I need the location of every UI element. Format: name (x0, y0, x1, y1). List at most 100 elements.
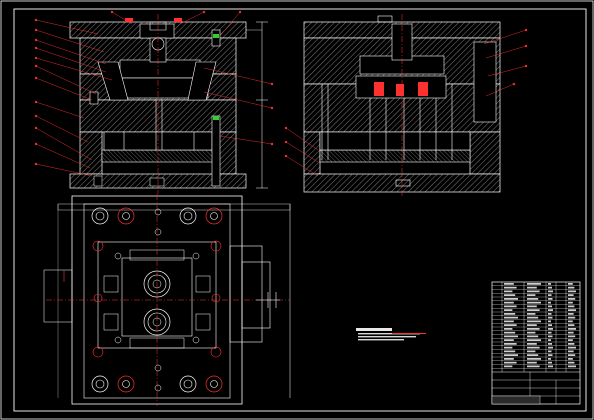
title-block-cell-glyphs (527, 305, 537, 308)
title-block-cell-glyphs (504, 365, 513, 368)
title-block-cell-glyphs (504, 294, 516, 296)
title-block-cell-glyphs (527, 339, 541, 341)
title-block-cell-glyphs (548, 301, 551, 304)
title-block-cell-glyphs (568, 365, 576, 368)
title-block-cell-glyphs (527, 354, 539, 356)
title-block-cell-glyphs (504, 286, 517, 289)
title-block-cell-glyphs (527, 320, 541, 323)
title-block-cell-glyphs (548, 331, 552, 334)
front-view-part-leaders-right (110, 10, 274, 146)
title-block-cell-glyphs (568, 358, 573, 360)
title-block-cell-glyphs (548, 316, 553, 319)
title-block-cell-glyphs (568, 324, 575, 326)
title-block-cell-glyphs (548, 305, 552, 308)
title-block-cell-glyphs (527, 358, 541, 360)
title-block-cell-glyphs (568, 294, 574, 296)
title-block-cell-glyphs (568, 309, 576, 311)
title-block-cell-glyphs (504, 290, 513, 293)
title-block-cell-glyphs (504, 283, 514, 285)
title-block-cell-glyphs (568, 301, 573, 304)
title-block-cell-glyphs (548, 335, 553, 338)
title-block-cell-glyphs (548, 343, 552, 345)
title-block-cell-glyphs (504, 354, 518, 356)
title-block-cell-glyphs (568, 361, 575, 364)
title-block-cell-glyphs (548, 320, 551, 323)
title-block-cell-glyphs (548, 354, 553, 356)
technical-notes (356, 328, 426, 341)
title-block-cell-glyphs (568, 354, 576, 356)
title-block-cell-glyphs (548, 290, 553, 293)
title-block-cell-glyphs (568, 328, 576, 330)
title-block-cell-glyphs (504, 316, 518, 319)
title-block-cell-glyphs (527, 309, 540, 311)
title-block-cell-glyphs (548, 309, 553, 311)
title-block-cell-glyphs (568, 305, 575, 308)
title-block-cell-glyphs (568, 335, 576, 338)
title-block-cell-glyphs (504, 309, 513, 311)
title-block-cell-glyphs (504, 328, 513, 330)
title-block-cell-glyphs (527, 290, 540, 293)
title-block-cell-glyphs (504, 346, 513, 349)
title-block-cell-glyphs (527, 313, 536, 315)
title-block-cell-glyphs (568, 346, 576, 349)
title-block-cell-glyphs (504, 335, 518, 338)
title-block-cell-glyphs (568, 339, 573, 341)
title-block-cell-glyphs (548, 294, 552, 296)
title-block-cell-glyphs (527, 361, 537, 364)
top-plan-view (43, 194, 291, 406)
title-block-cell-glyphs (548, 346, 553, 349)
title-block-cell-glyphs (527, 301, 541, 304)
title-block-cell-glyphs (568, 313, 574, 315)
title-block-cell-glyphs (568, 298, 576, 300)
title-block-cell-glyphs (548, 350, 552, 353)
title-block-cell-glyphs (548, 339, 551, 341)
front-view-part-leaders-left (34, 18, 113, 177)
title-block-cell-glyphs (568, 320, 573, 323)
title-block-cell-glyphs (568, 343, 575, 345)
title-block-cell-glyphs (504, 331, 516, 334)
title-block-cell-glyphs (527, 316, 539, 319)
title-block-cell-glyphs (548, 286, 552, 289)
title-block-cell-glyphs (504, 301, 514, 304)
title-block-cell-glyphs (548, 365, 553, 368)
title-block-cell-glyphs (527, 350, 536, 353)
title-block-cell-glyphs (504, 339, 514, 341)
front-section-view (69, 14, 268, 194)
title-block-cell-glyphs (548, 324, 552, 326)
title-block-cell-glyphs (527, 346, 540, 349)
title-block-cell-glyphs (568, 286, 575, 289)
title-block-rows (492, 283, 580, 369)
title-block-cell-glyphs (504, 320, 514, 323)
title-block-cell-glyphs (504, 358, 514, 360)
title-block-cell-glyphs (548, 328, 553, 330)
title-block-cell-glyphs (527, 283, 541, 285)
title-block-cell-glyphs (527, 298, 539, 300)
title-block-cell-glyphs (548, 361, 552, 364)
title-block-cell-glyphs (548, 298, 553, 300)
title-block-cell-glyphs (527, 286, 537, 289)
title-block-cell-glyphs (527, 343, 537, 345)
title-block-cell-glyphs (548, 283, 551, 285)
title-block-cell-glyphs (568, 331, 574, 334)
side-section-view (303, 14, 501, 196)
title-block-cell-glyphs (527, 294, 536, 296)
title-block-cell-glyphs (548, 358, 551, 360)
inner-frame (13, 8, 587, 412)
title-block-cell-glyphs (568, 290, 576, 293)
title-block-cell-glyphs (504, 361, 517, 364)
title-block-cell-glyphs (504, 305, 517, 308)
title-block-cell-glyphs (504, 350, 516, 353)
title-block-cell-glyphs (568, 283, 573, 285)
title-block-cell-glyphs (568, 350, 574, 353)
title-block-cell-glyphs (504, 324, 517, 326)
title-block-cell-glyphs (527, 328, 540, 330)
title-block-cell-glyphs (548, 313, 552, 315)
title-block-cell-glyphs (504, 298, 518, 300)
title-block-cell-glyphs (568, 316, 576, 319)
title-block-cell-glyphs (527, 324, 537, 326)
title-block-cell-glyphs (527, 331, 536, 334)
title-block-cell-glyphs (527, 335, 539, 338)
title-block-cell-glyphs (504, 343, 517, 345)
